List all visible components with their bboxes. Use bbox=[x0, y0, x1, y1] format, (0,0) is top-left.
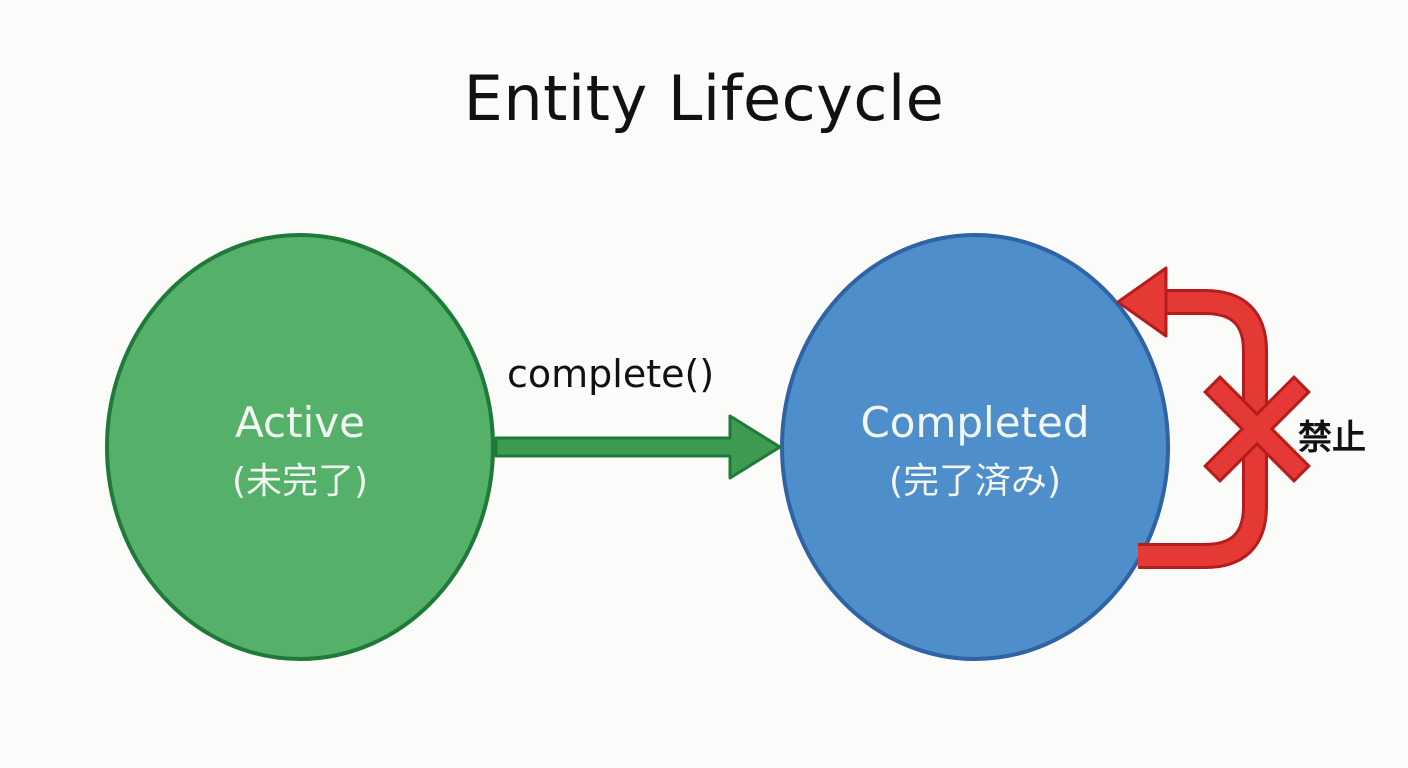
active-state-text: Active (未完了) bbox=[150, 402, 450, 500]
forbidden-label: 禁止 bbox=[1298, 418, 1366, 458]
active-state-label: Active bbox=[235, 398, 365, 447]
completed-state-text: Completed (完了済み) bbox=[800, 402, 1150, 500]
completed-state-sublabel: (完了済み) bbox=[888, 461, 1062, 502]
completed-state-label: Completed bbox=[860, 398, 1090, 447]
forbidden-cross-icon bbox=[1203, 375, 1311, 483]
active-state-sublabel: (未完了) bbox=[231, 461, 369, 502]
complete-transition-label: complete() bbox=[507, 352, 715, 396]
active-state-node bbox=[105, 233, 495, 661]
completed-state-node bbox=[780, 233, 1170, 661]
complete-transition-arrow bbox=[494, 414, 782, 480]
forbidden-arrowhead bbox=[1116, 266, 1168, 338]
diagram-title: Entity Lifecycle bbox=[463, 62, 945, 135]
